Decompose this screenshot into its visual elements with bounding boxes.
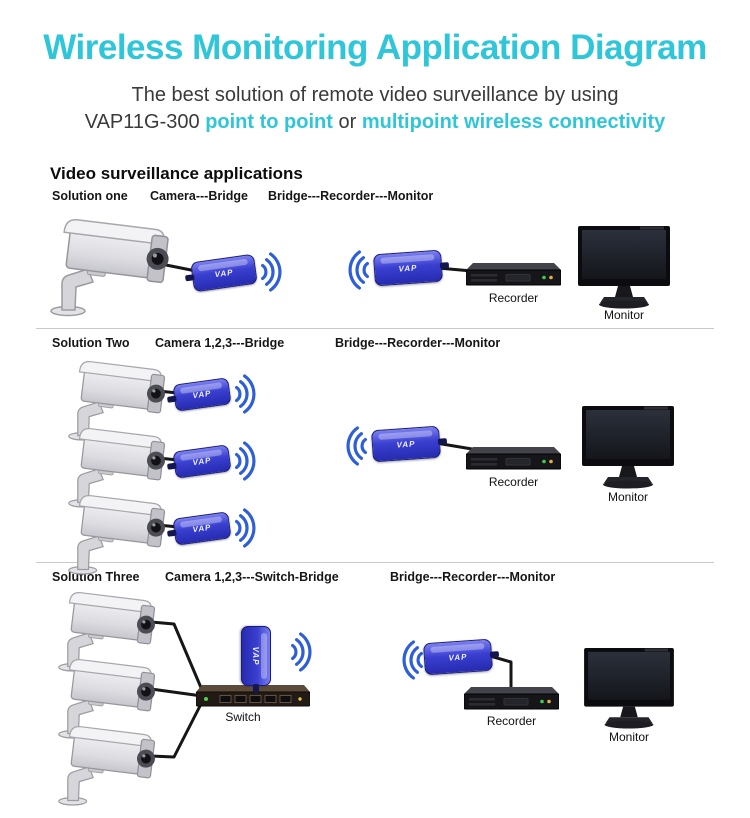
solution-two-name: Solution Two <box>52 336 130 350</box>
monitor-device <box>578 226 670 309</box>
solution-two-topology-left: Camera 1,2,3---Bridge <box>155 336 285 350</box>
subtitle-line2: VAP11G-300 point to point or multipoint … <box>0 111 750 134</box>
wireless-signal-icon <box>235 508 256 548</box>
monitor-label: Monitor <box>603 308 644 322</box>
solution-one-name: Solution one <box>52 189 128 203</box>
recorder-device <box>464 686 559 710</box>
solution-three-topology-left: Camera 1,2,3---Switch-Bridge <box>165 570 339 584</box>
bridge-logo-text: VAP <box>192 522 212 535</box>
bridge-device: VAP <box>370 425 442 463</box>
solution-two-topology-right: Bridge---Recorder---Monitor <box>335 336 501 350</box>
wireless-signal-icon <box>402 640 423 680</box>
bridge-device: VAP <box>372 249 444 287</box>
divider <box>36 328 714 329</box>
solution-two-header: Solution Two Camera 1,2,3---Bridge Bridg… <box>0 336 750 352</box>
wireless-signal-icon <box>235 374 256 414</box>
monitor-device <box>582 406 674 489</box>
solution-three-topology-right: Bridge---Recorder---Monitor <box>390 570 556 584</box>
camera-device <box>58 724 159 806</box>
bridge-logo-text: VAP <box>251 646 261 666</box>
solution-three-header: Solution Three Camera 1,2,3---Switch-Bri… <box>0 570 750 586</box>
bridge-logo-text: VAP <box>448 651 468 663</box>
subtitle-model: VAP11G-300 <box>84 111 200 133</box>
camera-device <box>68 493 169 575</box>
bridge-logo-text: VAP <box>398 262 418 274</box>
wireless-signal-icon <box>348 250 369 290</box>
divider <box>36 562 714 563</box>
wireless-signal-icon <box>291 632 312 672</box>
page-title: Wireless Monitoring Application Diagram <box>43 28 707 67</box>
bridge-logo-text: VAP <box>192 455 212 468</box>
subtitle-highlight-2: multipoint wireless connectivity <box>361 111 666 133</box>
subtitle-conjunction: or <box>338 111 357 133</box>
bridge-logo-text: VAP <box>214 267 234 279</box>
switch-label: Switch <box>225 710 261 724</box>
wireless-signal-icon <box>235 441 256 481</box>
subtitle-highlight-1: point to point <box>205 111 333 133</box>
monitor-label: Monitor <box>608 730 649 744</box>
bridge-device: VAP <box>241 626 271 686</box>
solution-one-topology-right: Bridge---Recorder---Monitor <box>268 189 434 203</box>
bridge-device: VAP <box>422 638 494 676</box>
recorder-label: Recorder <box>488 475 539 489</box>
recorder-label: Recorder <box>488 291 539 305</box>
solution-one-header: Solution one Camera---Bridge Bridge---Re… <box>0 189 750 205</box>
bridge-logo-text: VAP <box>396 438 416 450</box>
camera-device <box>50 217 173 317</box>
subtitle-line1: The best solution of remote video survei… <box>131 84 619 106</box>
recorder-device <box>466 446 561 470</box>
wireless-signal-icon <box>346 426 367 466</box>
recorder-device <box>466 262 561 286</box>
section-heading: Video surveillance applications <box>50 164 303 183</box>
bridge-logo-text: VAP <box>192 388 212 401</box>
wireless-signal-icon <box>261 252 282 292</box>
monitor-label: Monitor <box>607 490 648 504</box>
solution-one-topology-left: Camera---Bridge <box>150 189 248 203</box>
monitor-device <box>584 648 674 729</box>
recorder-label: Recorder <box>486 714 537 728</box>
